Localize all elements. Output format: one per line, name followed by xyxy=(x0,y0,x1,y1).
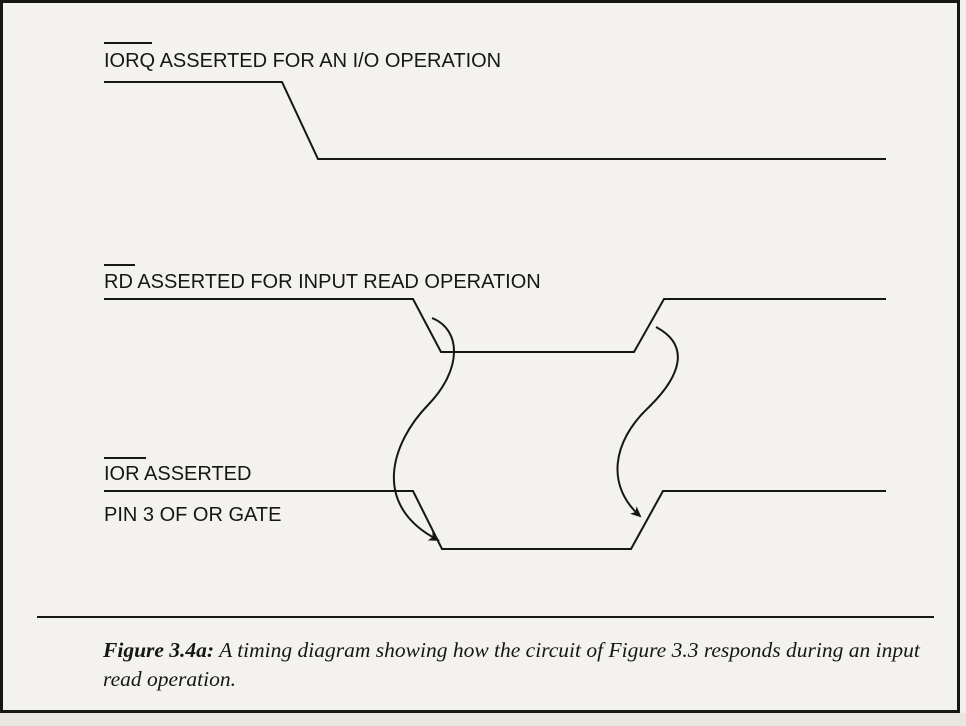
figure-frame xyxy=(0,0,960,713)
rising-edge-arrow xyxy=(616,326,679,518)
figure-caption-text: A timing diagram showing how the circuit… xyxy=(103,638,920,691)
ior-label-text: IOR ASSERTED xyxy=(104,463,251,485)
iorq-name: IORQ xyxy=(104,50,155,72)
page-edge xyxy=(0,713,966,726)
rd-name: RD xyxy=(104,271,133,293)
figure-number: Figure 3.4a: xyxy=(103,638,215,662)
ior-sublabel: PIN 3 OF OR GATE xyxy=(104,504,281,526)
rd-waveform xyxy=(104,298,886,353)
iorq-label: IORQ ASSERTED FOR AN I/O OPERATION xyxy=(104,42,501,72)
ior-waveform xyxy=(104,490,886,550)
figure-caption: Figure 3.4a: A timing diagram showing ho… xyxy=(103,636,943,694)
ior-label: IOR ASSERTED PIN 3 OF OR GATE xyxy=(104,457,281,526)
rd-desc: ASSERTED FOR INPUT READ OPERATION xyxy=(133,271,541,293)
rd-label-text: RD ASSERTED FOR INPUT READ OPERATION xyxy=(104,271,541,293)
iorq-waveform xyxy=(104,81,886,160)
ior-desc: ASSERTED xyxy=(140,463,252,485)
iorq-desc: ASSERTED FOR AN I/O OPERATION xyxy=(155,50,501,72)
iorq-label-text: IORQ ASSERTED FOR AN I/O OPERATION xyxy=(104,50,501,72)
rd-label: RD ASSERTED FOR INPUT READ OPERATION xyxy=(104,264,541,293)
falling-edge-arrow xyxy=(393,317,455,541)
ior-name: IOR xyxy=(104,463,140,485)
